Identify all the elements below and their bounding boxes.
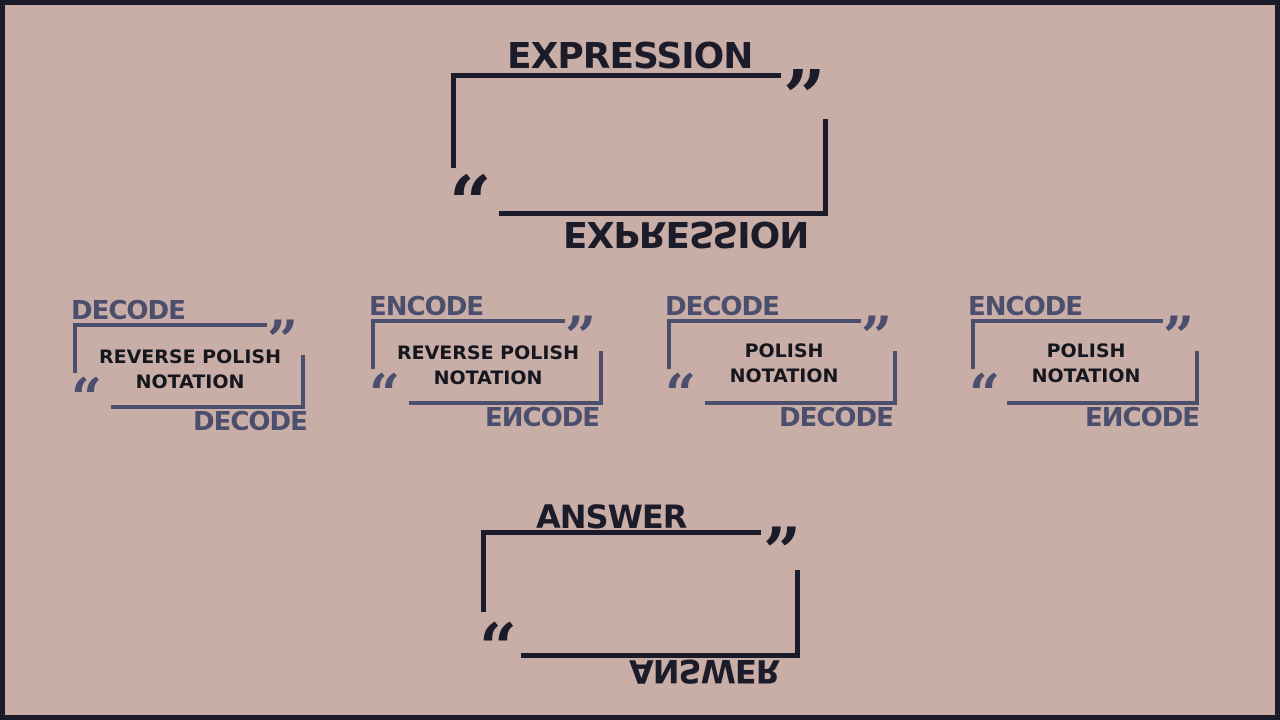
expression-box[interactable]: EXPRESSION ” “ EXPRESSION [445,35,845,255]
converter-frame-left [73,323,77,373]
converter-action-label-mirrored: ENCODE [1085,400,1200,430]
converter-frame-top [73,323,267,327]
expression-frame-right [823,119,828,216]
converter-action-label: ENCODE [369,292,484,322]
open-quote-icon: “ [479,609,517,687]
converter-frame-top [667,319,861,323]
canvas: EXPRESSION ” “ EXPRESSION DECODE ” “ DEC… [5,5,1275,715]
converter-action-label: ENCODE [968,292,1083,322]
answer-frame-bottom [521,653,800,658]
close-quote-icon: ” [267,308,299,372]
answer-box[interactable]: ANSWER ” “ ANSWER [475,497,825,697]
expression-frame-bottom [499,211,828,216]
converter-frame-right [599,351,603,405]
expression-input[interactable] [465,90,815,200]
converter-frame-bottom [705,401,897,405]
converter-frame-top [971,319,1163,323]
converter-frame-bottom [1007,401,1199,405]
converter-action-label-mirrored: DECODE [779,400,893,430]
answer-output [495,547,785,647]
converter-notation: POLISH NOTATION [1031,340,1141,387]
converter-encode-pn[interactable]: ENCODE ” “ ENCODE POLISH NOTATION [965,289,1215,430]
converter-notation: REVERSE POLISH NOTATION [396,342,580,389]
converter-action-label: DECODE [665,292,780,322]
open-quote-icon: “ [71,366,103,430]
converter-action-label-mirrored: ENCODE [485,400,600,430]
close-quote-icon: ” [861,304,893,368]
converter-frame-bottom [111,405,305,409]
expression-label: EXPRESSION [507,36,753,77]
converter-decode-pn[interactable]: DECODE ” “ DECODE POLISH NOTATION [661,289,911,430]
answer-frame-top [481,530,761,535]
answer-label-mirrored: ANSWER [629,652,780,690]
converter-notation: POLISH NOTATION [729,340,839,387]
open-quote-icon: “ [969,362,1001,426]
converter-encode-rpn[interactable]: ENCODE ” “ ENCODE REVERSE POLISH NOTATIO… [365,289,615,430]
converter-frame-left [371,319,375,369]
close-quote-icon: ” [1163,304,1195,368]
expression-frame-top [451,73,781,78]
answer-frame-right [795,570,800,658]
converter-frame-right [893,351,897,405]
converter-notation: REVERSE POLISH NOTATION [98,346,282,393]
answer-frame-left [481,530,486,612]
converter-frame-top [371,319,565,323]
converter-decode-rpn[interactable]: DECODE ” “ DECODE REVERSE POLISH NOTATIO… [67,293,317,434]
converter-frame-bottom [409,401,603,405]
open-quote-icon: “ [665,362,697,426]
converter-action-label: DECODE [71,296,186,326]
open-quote-icon: “ [369,362,401,426]
expression-label-mirrored: EXPRESSION [563,213,809,254]
converter-frame-left [667,319,671,369]
converter-action-label-mirrored: DECODE [193,404,307,434]
answer-label: ANSWER [536,498,687,536]
close-quote-icon: ” [783,55,826,141]
close-quote-icon: ” [565,304,597,368]
converter-frame-right [301,355,305,409]
converter-frame-left [971,319,975,369]
close-quote-icon: ” [763,513,801,591]
converter-frame-right [1195,351,1199,405]
expression-frame-left [451,73,456,168]
open-quote-icon: “ [449,161,492,247]
